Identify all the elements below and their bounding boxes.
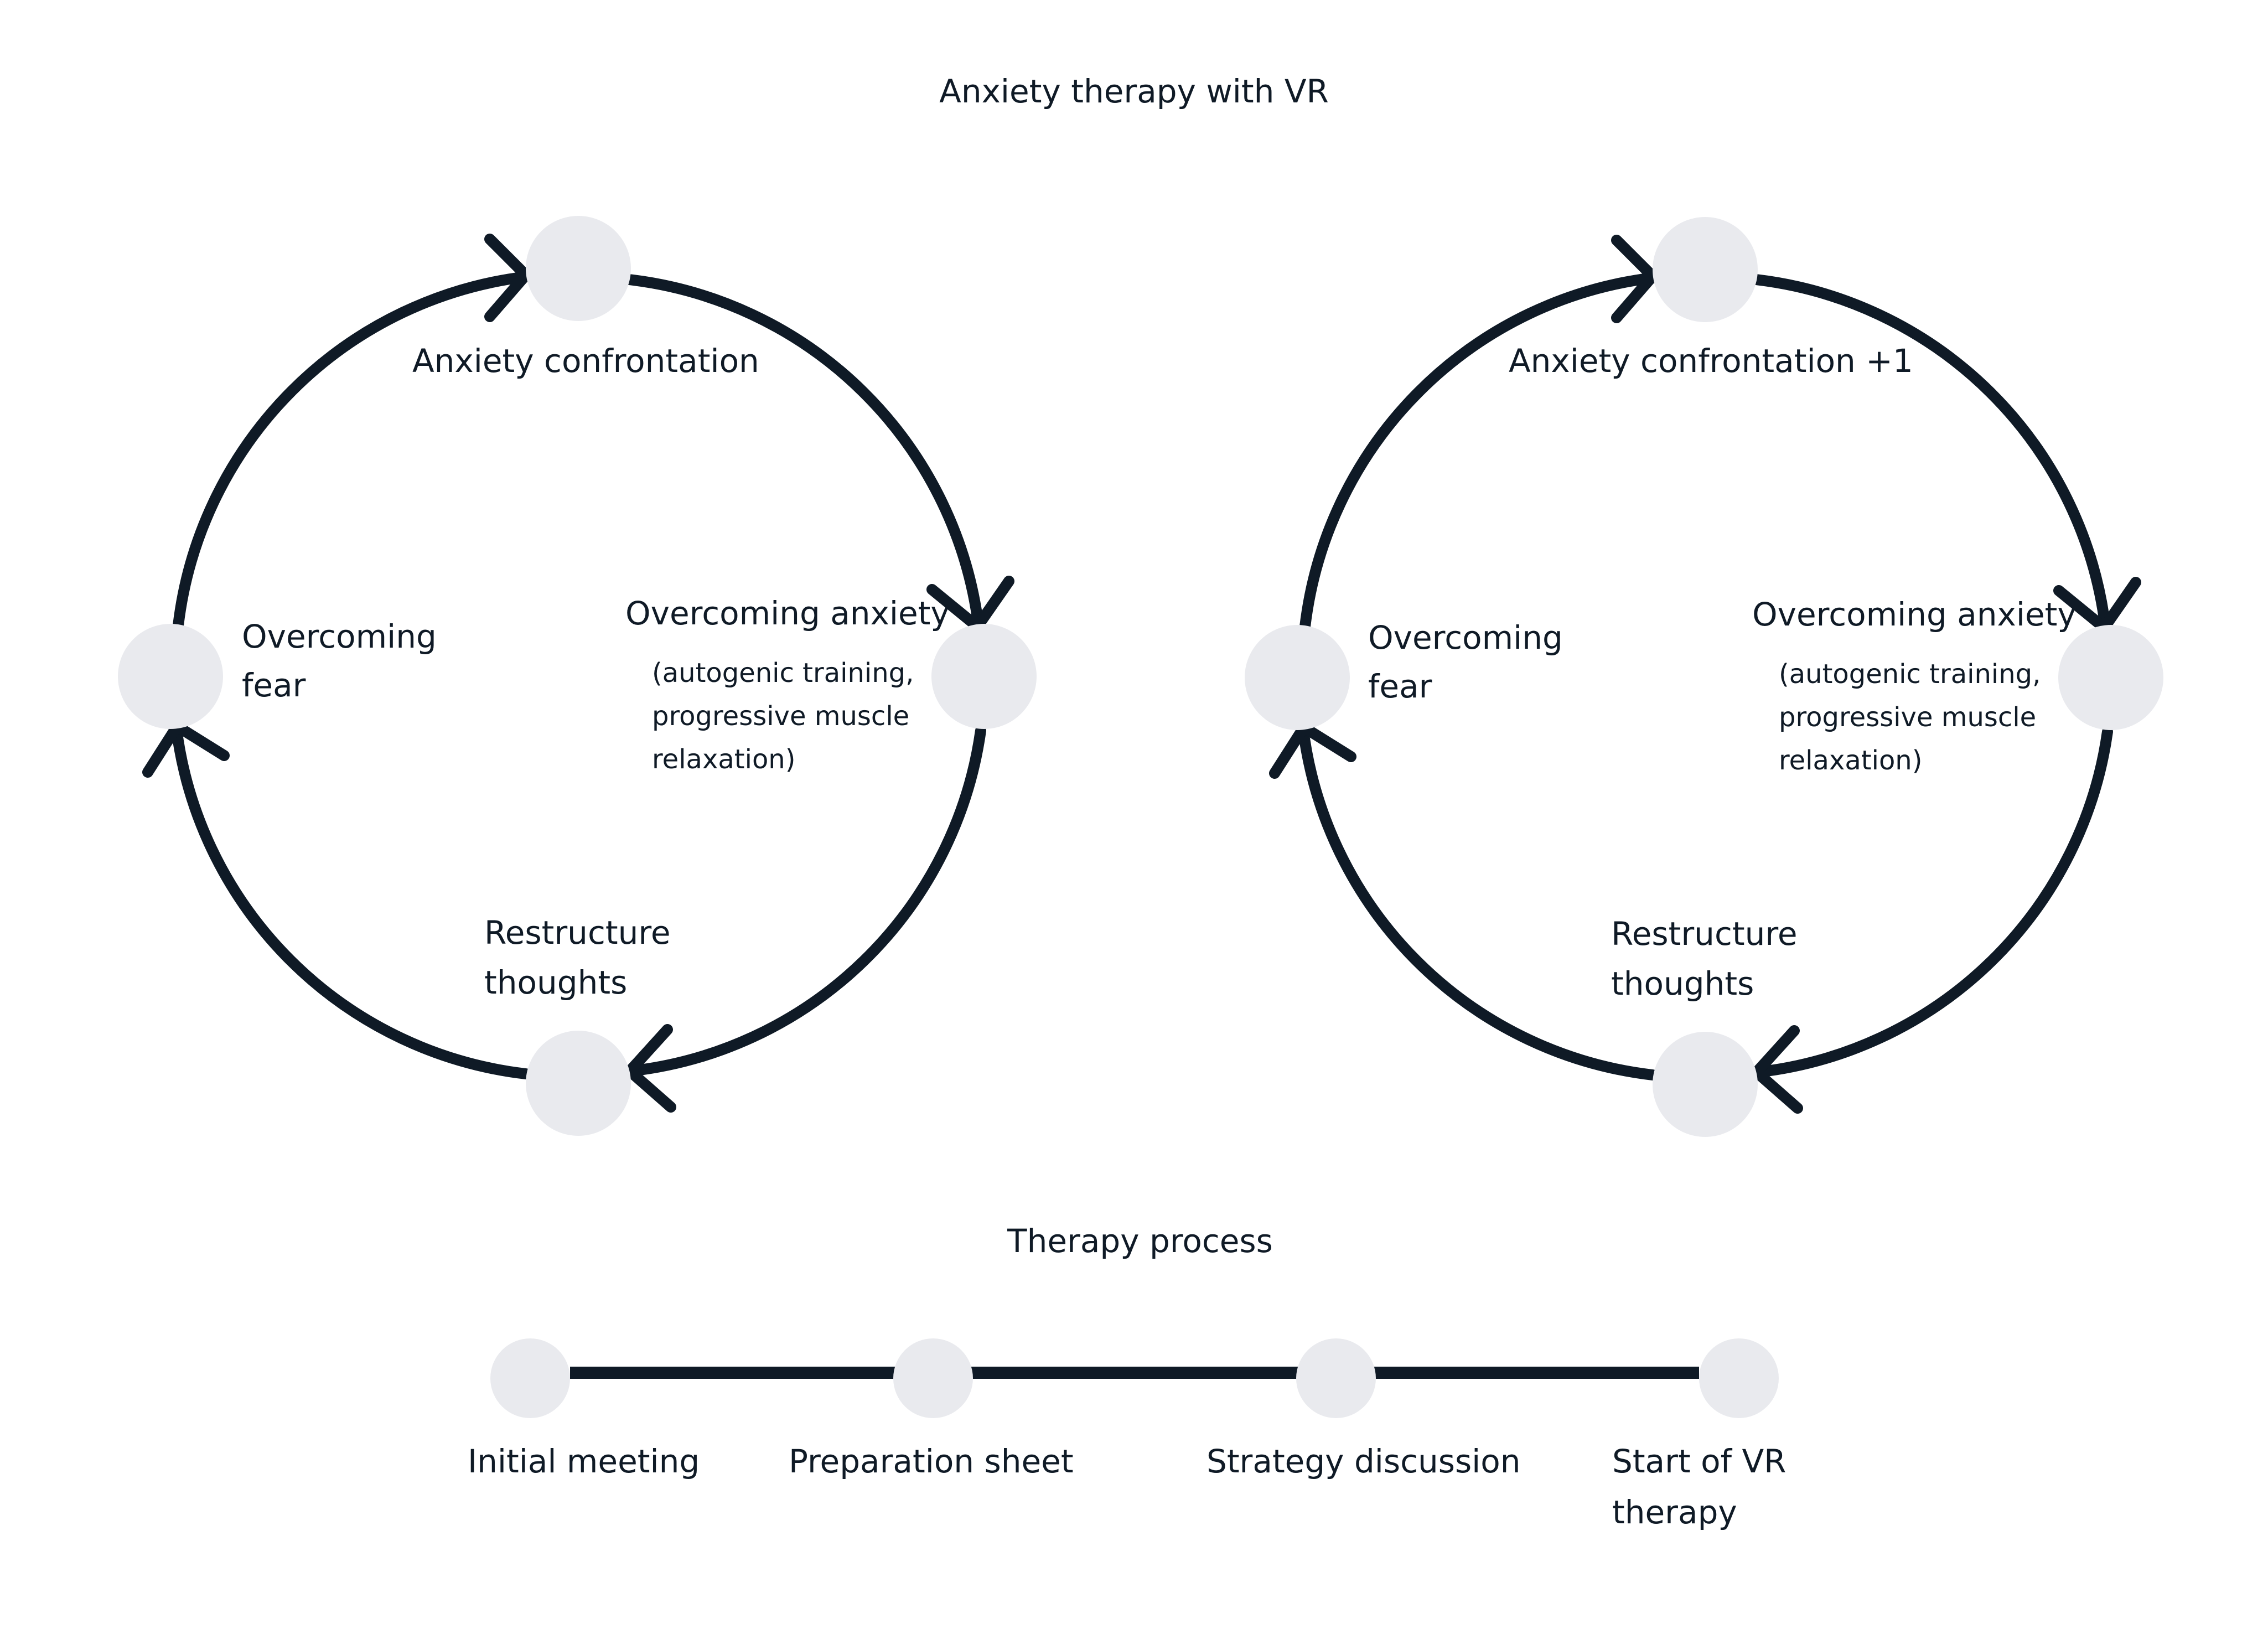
timeline-step-1-label: Initial meeting — [468, 1442, 700, 1480]
cycle-2-bottom-label-line-2: thoughts — [1611, 965, 1754, 1002]
cycle-2-arc-left-top — [1299, 272, 1658, 632]
page-title: Anxiety therapy with VR — [939, 73, 1329, 110]
cycle-2-arc-right-bottom — [1752, 726, 2113, 1078]
cycle-1-right-label: Overcoming anxiety — [625, 594, 950, 632]
cycle-1-node-right — [931, 624, 1037, 729]
timeline-node-4 — [1699, 1338, 1779, 1418]
cycle-2-right-label: Overcoming anxiety — [1752, 596, 2077, 633]
cycle-1-bottom-label-line-2: thoughts — [484, 964, 627, 1001]
timeline-step-2-label: Preparation sheet — [789, 1442, 1074, 1480]
cycle-1-arc-bottom-left — [170, 720, 531, 1079]
cycle-1-node-top — [526, 216, 631, 321]
cycle-1-arrowhead-bottom — [624, 1024, 676, 1113]
cycle-1-node-left — [118, 624, 223, 729]
cycle-2-node-top — [1653, 217, 1758, 322]
cycle-2-right-sub-line-3: relaxation) — [1779, 745, 1922, 776]
cycle-1-left-label-line-1: Overcoming — [242, 618, 437, 655]
process-title: Therapy process — [1007, 1222, 1273, 1260]
cycle-2-arrowhead-bottom — [1751, 1025, 1803, 1114]
timeline-step-4-label-line-1: Start of VR — [1612, 1442, 1786, 1480]
cycle-2-left-label-line-2: fear — [1368, 668, 1432, 705]
cycle-1-node-bottom — [526, 1031, 631, 1136]
cycle-1-right-sub-line-2: progressive muscle — [652, 701, 909, 732]
cycle-2-top-label: Anxiety confrontation +1 — [1509, 342, 1913, 380]
cycle-2-left-label-line-1: Overcoming — [1368, 619, 1563, 656]
cycle-1-right-sub-line-1: (autogenic training, — [652, 658, 914, 689]
timeline-step-3-label: Strategy discussion — [1207, 1442, 1521, 1480]
therapy-process: Therapy process Initial meeting Preparat… — [468, 1222, 1786, 1531]
cycle-2-arrowhead-top — [1611, 235, 1658, 323]
cycle-1-arc-top-right — [623, 274, 984, 631]
cycle-2-right-sub-line-1: (autogenic training, — [1779, 659, 2041, 690]
cycle-1-arc-left-top — [173, 271, 531, 631]
cycle-2-arc-bottom-left — [1297, 721, 1658, 1080]
cycle-2-bottom-label-line-1: Restructure — [1611, 915, 1798, 953]
cycle-2-node-bottom — [1653, 1032, 1758, 1137]
cycle-1-top-label: Anxiety confrontation — [412, 342, 759, 380]
cycle-1-right-sub-line-3: relaxation) — [652, 744, 795, 775]
cycle-2-right-sub-line-2: progressive muscle — [1779, 702, 2036, 733]
cycle-1-bottom-label-line-1: Restructure — [484, 914, 671, 952]
cycle-2-node-right — [2058, 625, 2163, 730]
timeline-node-2 — [893, 1338, 973, 1418]
cycle-1-arc-right-bottom — [625, 725, 986, 1077]
cycle-1-left-label-line-2: fear — [242, 666, 306, 704]
cycle-2-node-left — [1245, 625, 1350, 730]
timeline-node-3 — [1296, 1338, 1376, 1418]
cycle-2: Anxiety confrontation +1 Overcoming anxi… — [1245, 217, 2163, 1137]
timeline-node-1 — [490, 1338, 570, 1418]
cycle-2-arc-top-right — [1750, 274, 2111, 632]
cycle-1: Anxiety confrontation Overcoming anxiety… — [118, 216, 1037, 1136]
cycle-1-arrowhead-top — [484, 234, 531, 322]
timeline-step-4-label-line-2: therapy — [1612, 1493, 1737, 1531]
